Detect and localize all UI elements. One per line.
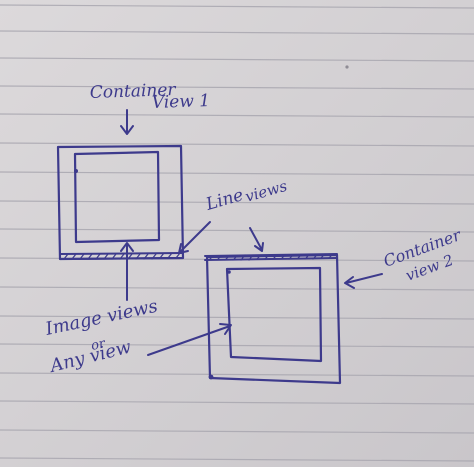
arrows [120,109,383,356]
ruled-line [0,429,474,434]
arrow-to-line-view-2-icon [249,227,264,252]
ruled-line [0,400,474,405]
ruled-line [0,171,474,176]
ruled-line [0,315,474,320]
arrow-to-container-view-2-icon [344,273,383,289]
container-view-2-sketch [204,253,342,385]
ruled-line [0,228,474,233]
label-line-views-line2: views [243,177,289,206]
container-view-2-line-view [204,253,338,261]
ruled-line [0,286,474,291]
handwritten-labels: Container View 1 Line views Container vi… [43,80,465,377]
ruled-line [0,30,474,35]
label-image-views-line2: or [90,336,108,354]
container-view-2-line-hatching [208,253,334,261]
container-view-2-outer-box [205,253,342,385]
ruled-line [0,4,474,9]
ruled-line [0,57,474,62]
container-view-2-image-box [225,266,323,363]
arrow-to-any-view-icon [147,323,232,356]
ruled-line [0,200,474,205]
arrow-down-icon [120,109,134,135]
ruled-line [0,343,474,348]
container-view-1-corner-dot [74,169,78,173]
container-view-1-line-hatching [63,252,181,260]
ruled-line [0,142,474,147]
ruled-line [0,457,474,462]
container-view-2-inner-dot [227,270,231,274]
container-view-2-corner-dot [208,374,214,380]
container-view-1-line-view [59,252,184,260]
label-line-views-line1: Line [203,185,246,215]
label-image-views-line1: Image views [43,296,160,340]
arrow-to-line-view-1-icon [178,221,211,254]
paper-dot [345,65,349,69]
ruled-lines [0,4,474,462]
label-container-view-1-line2: View 1 [151,91,210,113]
label-container-view-1-line1: Container [89,80,176,103]
ruled-line [0,85,474,90]
container-view-1-sketch [56,144,185,261]
ruled-line [0,113,474,118]
arrow-up-icon [120,242,134,301]
ruled-line [0,372,474,377]
container-view-1-image-box [73,150,161,244]
